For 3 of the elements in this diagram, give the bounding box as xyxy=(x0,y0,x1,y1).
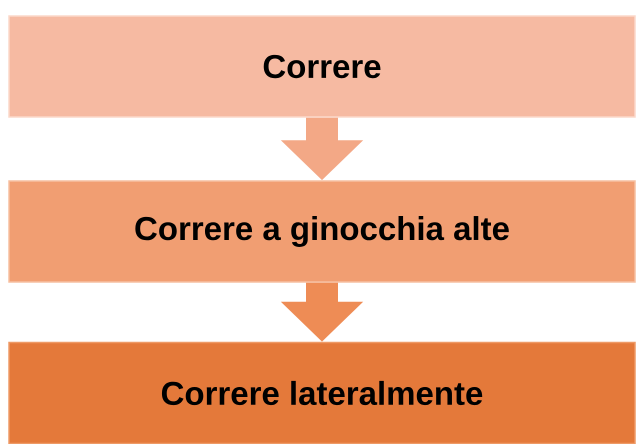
process-box: Correre a ginocchia alte xyxy=(8,180,636,283)
process-box: Correre xyxy=(8,15,636,118)
process-box: Correre lateralmente xyxy=(8,342,636,444)
